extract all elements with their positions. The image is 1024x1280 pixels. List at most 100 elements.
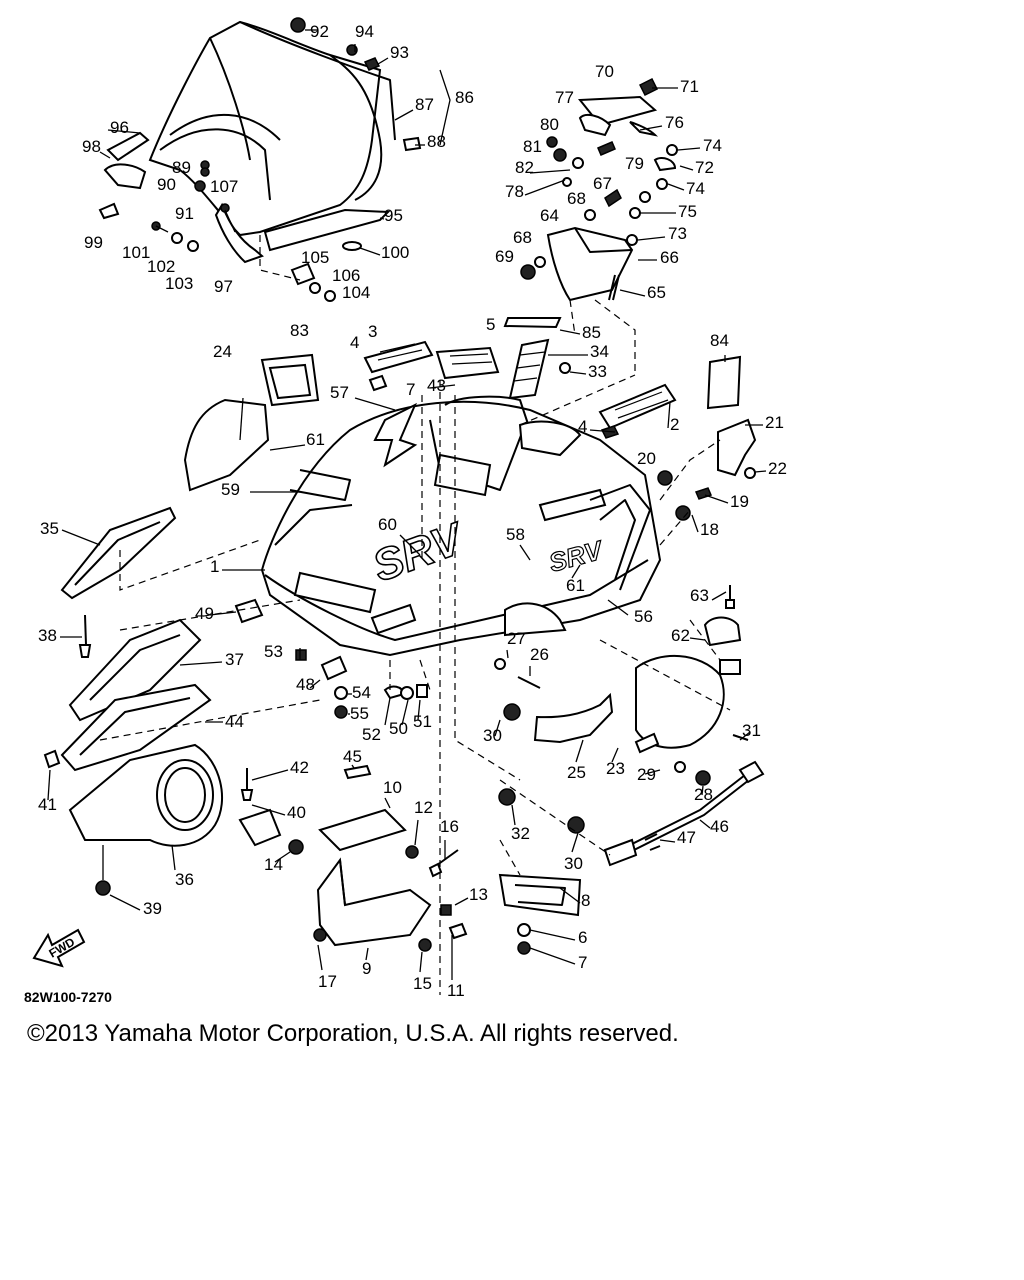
callout-number: 61 xyxy=(566,576,585,595)
callout-number: 41 xyxy=(38,795,57,814)
callout-number: 23 xyxy=(606,759,625,778)
callout-number: 38 xyxy=(38,626,57,645)
callout-number: 99 xyxy=(84,233,103,252)
callout-number: 101 xyxy=(122,243,150,262)
callout-number: 83 xyxy=(290,321,309,340)
callout-number: 8 xyxy=(581,891,590,910)
callout-number: 9 xyxy=(362,959,371,978)
callout-number: 32 xyxy=(511,824,530,843)
callout-number: 34 xyxy=(590,342,609,361)
callout-number: 21 xyxy=(765,413,784,432)
callout-number: 3 xyxy=(368,322,377,341)
callout-number: 74 xyxy=(686,179,705,198)
callout-number: 90 xyxy=(157,175,176,194)
callout-number: 30 xyxy=(564,854,583,873)
callout-number: 68 xyxy=(567,189,586,208)
callout-number: 77 xyxy=(555,88,574,107)
callout-number: 91 xyxy=(175,204,194,223)
callout-number: 50 xyxy=(389,719,408,738)
callout-number: 4 xyxy=(578,417,587,436)
callout-number: 82 xyxy=(515,158,534,177)
callout-number: 1 xyxy=(210,557,219,576)
windshield-assembly xyxy=(98,17,422,302)
callout-number: 97 xyxy=(214,277,233,296)
callout-number: 52 xyxy=(362,725,381,744)
callout-number: 4 xyxy=(350,333,359,352)
callout-number: 55 xyxy=(350,704,369,723)
callout-number: 46 xyxy=(710,817,729,836)
alignment-lines xyxy=(99,235,731,995)
callout-number: 71 xyxy=(680,77,699,96)
callout-number: 11 xyxy=(447,981,465,1000)
callout-number: 86 xyxy=(455,88,474,107)
fwd-arrow-icon: FWD xyxy=(32,928,86,968)
callout-number: 18 xyxy=(700,520,719,539)
callout-number: 104 xyxy=(342,283,370,302)
top-pads xyxy=(260,317,757,521)
callout-number: 14 xyxy=(264,855,283,874)
callout-number: 96 xyxy=(110,118,129,137)
callout-number: 106 xyxy=(332,266,360,285)
callout-number: 35 xyxy=(40,519,59,538)
callout-number: 37 xyxy=(225,650,244,669)
callout-number: 68 xyxy=(513,228,532,247)
leader-lines xyxy=(47,29,767,980)
callout-number: 54 xyxy=(352,683,371,702)
callout-number: 59 xyxy=(221,480,240,499)
callout-number: 107 xyxy=(210,177,238,196)
callout-number: 72 xyxy=(695,158,714,177)
callout-number: 27 xyxy=(507,629,526,648)
callout-number: 75 xyxy=(678,202,697,221)
callout-number: 7 xyxy=(578,953,587,972)
callout-number: 36 xyxy=(175,870,194,889)
copyright-notice: ©2013 Yamaha Motor Corporation, U.S.A. A… xyxy=(27,1020,679,1047)
callout-number: 63 xyxy=(690,586,709,605)
callout-number: 51 xyxy=(413,712,432,731)
callout-number: 26 xyxy=(530,645,549,664)
callout-number: 19 xyxy=(730,492,749,511)
callout-number: 31 xyxy=(742,721,761,740)
diagram-code: 82W100-7270 xyxy=(24,989,112,1005)
callout-number: 102 xyxy=(147,257,175,276)
callout-number: 95 xyxy=(384,206,403,225)
callout-number: 65 xyxy=(647,283,666,302)
callout-number: 33 xyxy=(588,362,607,381)
callout-number: 10 xyxy=(383,778,402,797)
callout-number: 43 xyxy=(427,376,446,395)
callout-number: 81 xyxy=(523,137,542,156)
callout-number: 17 xyxy=(318,972,337,991)
callout-number: 30 xyxy=(483,726,502,745)
callout-number: 56 xyxy=(634,607,653,626)
callout-number: 92 xyxy=(310,22,329,41)
callout-number: 100 xyxy=(381,243,409,262)
callout-number: 29 xyxy=(637,765,656,784)
callout-number: 64 xyxy=(540,206,559,225)
callout-number: 47 xyxy=(677,828,696,847)
callout-number: 69 xyxy=(495,247,514,266)
callout-number: 40 xyxy=(287,803,306,822)
callout-number: 6 xyxy=(578,928,587,947)
callout-number: 74 xyxy=(703,136,722,155)
parts-diagram: SRV SRV xyxy=(24,17,787,1005)
callout-number: 57 xyxy=(330,383,349,402)
callout-number: 87 xyxy=(415,95,434,114)
callout-number: 60 xyxy=(378,515,397,534)
callout-number: 103 xyxy=(165,274,193,293)
callout-number: 85 xyxy=(582,323,601,342)
callout-number: 89 xyxy=(172,158,191,177)
callout-number: 15 xyxy=(413,974,432,993)
callout-number: 80 xyxy=(540,115,559,134)
callout-number: 44 xyxy=(225,712,244,731)
callout-number: 13 xyxy=(469,885,488,904)
callout-number: 88 xyxy=(427,132,446,151)
callout-number: 58 xyxy=(506,525,525,544)
callout-number: 42 xyxy=(290,758,309,777)
callout-number: 25 xyxy=(567,763,586,782)
callout-number: 73 xyxy=(668,224,687,243)
callout-number: 48 xyxy=(296,675,315,694)
callout-number: 20 xyxy=(637,449,656,468)
lower-left-parts xyxy=(43,598,428,896)
callout-number: 24 xyxy=(213,342,232,361)
lower-right-parts xyxy=(313,585,765,955)
